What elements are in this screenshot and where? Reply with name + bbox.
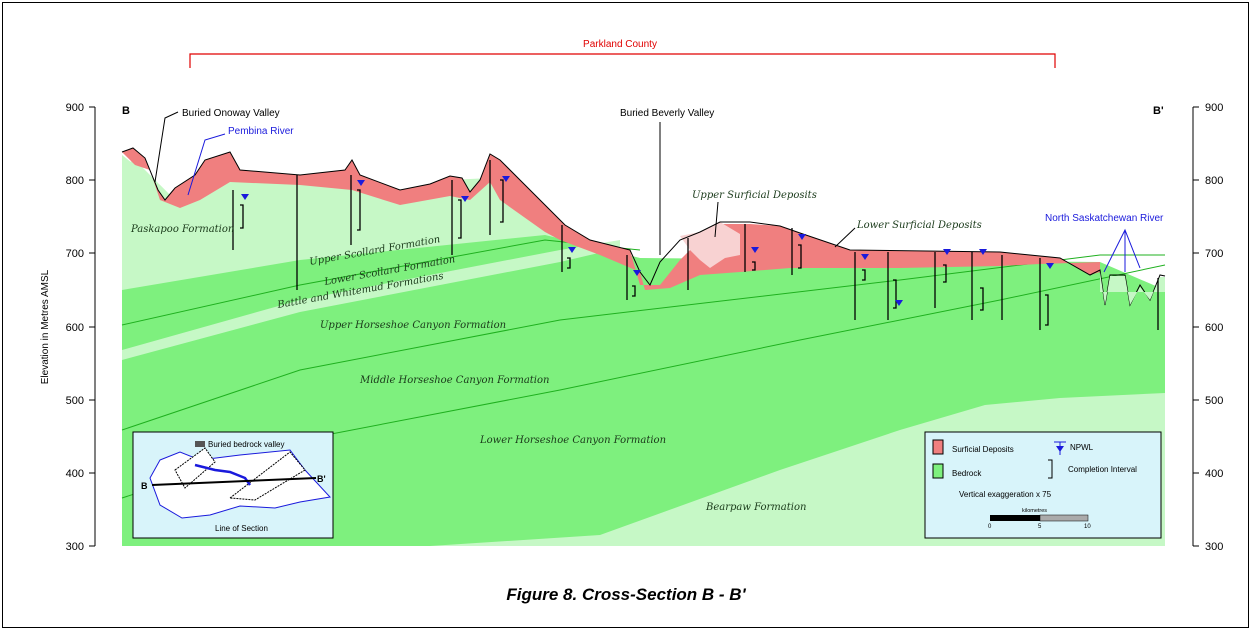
- formation-middle-horseshoe: Middle Horseshoe Canyon Formation: [359, 375, 549, 386]
- right-axis: 900 800 700 600 500 400 300: [1192, 102, 1223, 553]
- legend-scale-title: kilometres: [1022, 508, 1047, 514]
- formation-paskapoo: Paskapoo Formation: [130, 224, 234, 235]
- tick-800-left: 800: [66, 175, 84, 187]
- tick-600-left: 600: [66, 322, 84, 334]
- county-label: Parkland County: [583, 39, 657, 50]
- wells: [232, 160, 1159, 330]
- scale-tick-0: 0: [988, 524, 992, 530]
- tick-300-left: 300: [66, 541, 84, 553]
- label-upper-surficial: Upper Surficial Deposits: [692, 190, 817, 201]
- tick-900-left: 900: [66, 102, 84, 114]
- tick-700-left: 700: [66, 248, 84, 260]
- tick-500-right: 500: [1205, 395, 1223, 407]
- figure-title: Figure 8. Cross-Section B - B': [506, 585, 746, 604]
- inset-caption: Line of Section: [215, 524, 268, 533]
- inset-bprime: B': [317, 474, 326, 484]
- legend: Surficial Deposits Bedrock NPWL Completi…: [924, 431, 1162, 539]
- section-end-b: B: [122, 105, 130, 117]
- river-notches: [1100, 272, 1165, 305]
- y-axis-label: Elevation in Metres AMSL: [40, 269, 51, 384]
- tick-600-right: 600: [1205, 322, 1223, 334]
- inset-map: Buried bedrock valley B B' Line of Secti…: [132, 431, 334, 539]
- battle-whitemud-band: [122, 240, 620, 360]
- county-bracket: Parkland County: [189, 39, 1056, 68]
- geology-layers: [121, 147, 1166, 546]
- tick-300-right: 300: [1205, 541, 1223, 553]
- bedrock-formations: [122, 235, 1165, 546]
- legend-surficial: Surficial Deposits: [952, 445, 1014, 454]
- tick-900-right: 900: [1205, 102, 1223, 114]
- ground-surface: [121, 147, 1166, 307]
- formation-upper-horseshoe: Upper Horseshoe Canyon Formation: [320, 320, 506, 331]
- label-buried-beverly: Buried Beverly Valley: [620, 108, 714, 119]
- tick-700-right: 700: [1205, 248, 1223, 260]
- legend-exaggeration: Vertical exaggeration x 75: [959, 490, 1052, 499]
- inset-b: B: [141, 481, 148, 491]
- legend-completion: Completion Interval: [1068, 465, 1137, 474]
- left-axis: 900 800 700 600 500 400 300 Elevation in…: [40, 102, 96, 553]
- water-level-markers: [241, 176, 1054, 306]
- tick-400-right: 400: [1205, 468, 1223, 480]
- tick-500-left: 500: [66, 395, 84, 407]
- label-north-sask: North Saskatchewan River: [1045, 213, 1164, 224]
- label-pembina: Pembina River: [228, 126, 294, 137]
- legend-npwl: NPWL: [1070, 443, 1094, 452]
- tick-800-right: 800: [1205, 175, 1223, 187]
- scale-tick-10: 10: [1084, 524, 1091, 530]
- scale-tick-5: 5: [1038, 524, 1042, 530]
- inset-legend: Buried bedrock valley: [208, 440, 284, 449]
- tick-400-left: 400: [66, 468, 84, 480]
- label-lower-surficial: Lower Surficial Deposits: [856, 220, 982, 231]
- legend-bedrock: Bedrock: [952, 469, 982, 478]
- formation-lower-horseshoe: Lower Horseshoe Canyon Formation: [479, 435, 666, 446]
- annotations: Buried Onoway Valley Pembina River Burie…: [154, 108, 1164, 273]
- section-end-bprime: B': [1153, 105, 1164, 117]
- formation-bearpaw: Bearpaw Formation: [705, 502, 806, 513]
- label-buried-onoway: Buried Onoway Valley: [182, 108, 280, 119]
